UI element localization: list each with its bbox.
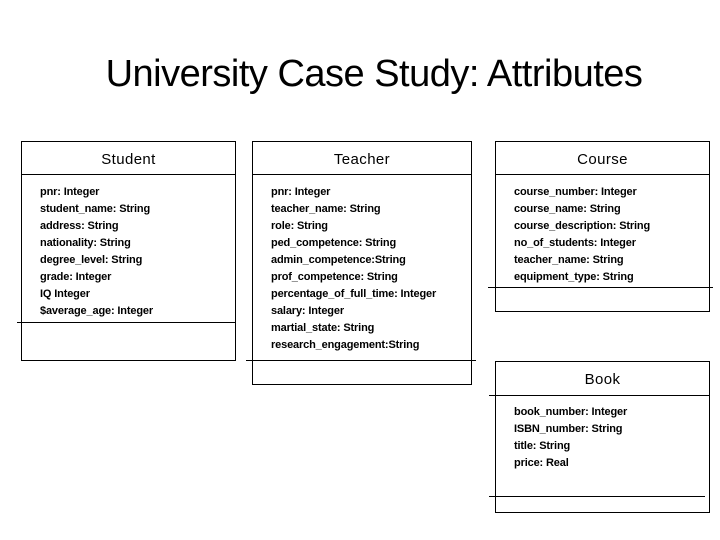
title-separator-line [252, 173, 472, 175]
class-name-course: Course [577, 151, 628, 168]
attribute-line: salary: Integer [271, 305, 344, 317]
title-separator-line [21, 173, 236, 175]
attribute-line: price: Real [514, 457, 569, 469]
attribute-line: martial_state: String [271, 322, 375, 334]
attribute-line: IQ Integer [40, 288, 90, 300]
attribute-line: title: String [514, 440, 571, 452]
class-box-student: Student pnr: Integer student_name: String… [21, 141, 236, 361]
class-box-course: Course course_number: Integer course_name… [495, 141, 710, 312]
attribute-line: grade: Integer [40, 271, 112, 283]
attribute-line: course_name: String [514, 203, 621, 215]
class-attributes-student: pnr: Integer student_name: String address:… [22, 176, 235, 320]
attribute-line: pnr: Integer [271, 186, 331, 198]
class-box-teacher: Teacher pnr: Integer teacher_name: String… [252, 141, 472, 385]
attribute-line: pnr: Integer [40, 186, 100, 198]
class-name-teacher: Teacher [333, 151, 391, 168]
attribute-line: admin_competence:String [271, 254, 406, 266]
attribute-line: address: String [40, 220, 119, 232]
attribute-line: ISBN_number: String [514, 423, 623, 435]
attribute-separator-line [489, 495, 705, 497]
class-name-student: Student [101, 151, 156, 168]
attribute-separator-line [17, 321, 236, 323]
attribute-line: prof_competence: String [271, 271, 398, 283]
attribute-line: degree_level: String [40, 254, 143, 266]
attribute-separator-line [246, 359, 476, 361]
attribute-separator-line [488, 286, 713, 288]
attribute-line: course_description: String [514, 220, 651, 232]
attribute-line: teacher_name: String [514, 254, 624, 266]
attribute-line: percentage_of_full_time: Integer [271, 288, 437, 300]
class-attributes-teacher: pnr: Integer teacher_name: String role: St… [253, 176, 471, 354]
slide-title: University Case Study: Attributes [105, 53, 643, 95]
attribute-line: course_number: Integer [514, 186, 637, 198]
attribute-line: book_number: Integer [514, 406, 628, 418]
title-separator-line [489, 394, 710, 396]
title-separator-line [495, 173, 710, 175]
attribute-line: $average_age: Integer [40, 305, 154, 317]
class-attributes-course: course_number: Integer course_name: Strin… [496, 176, 709, 286]
attribute-line: role: String [271, 220, 328, 232]
attribute-line: equipment_type: String [514, 271, 634, 283]
attribute-line: ped_competence: String [271, 237, 397, 249]
attribute-line: no_of_students: Integer [514, 237, 636, 249]
class-name-book: Book [584, 371, 621, 388]
attribute-line: research_engagement:String [271, 339, 420, 351]
attribute-line: student_name: String [40, 203, 151, 215]
attribute-line: nationality: String [40, 237, 131, 249]
attribute-line: teacher_name: String [271, 203, 381, 215]
